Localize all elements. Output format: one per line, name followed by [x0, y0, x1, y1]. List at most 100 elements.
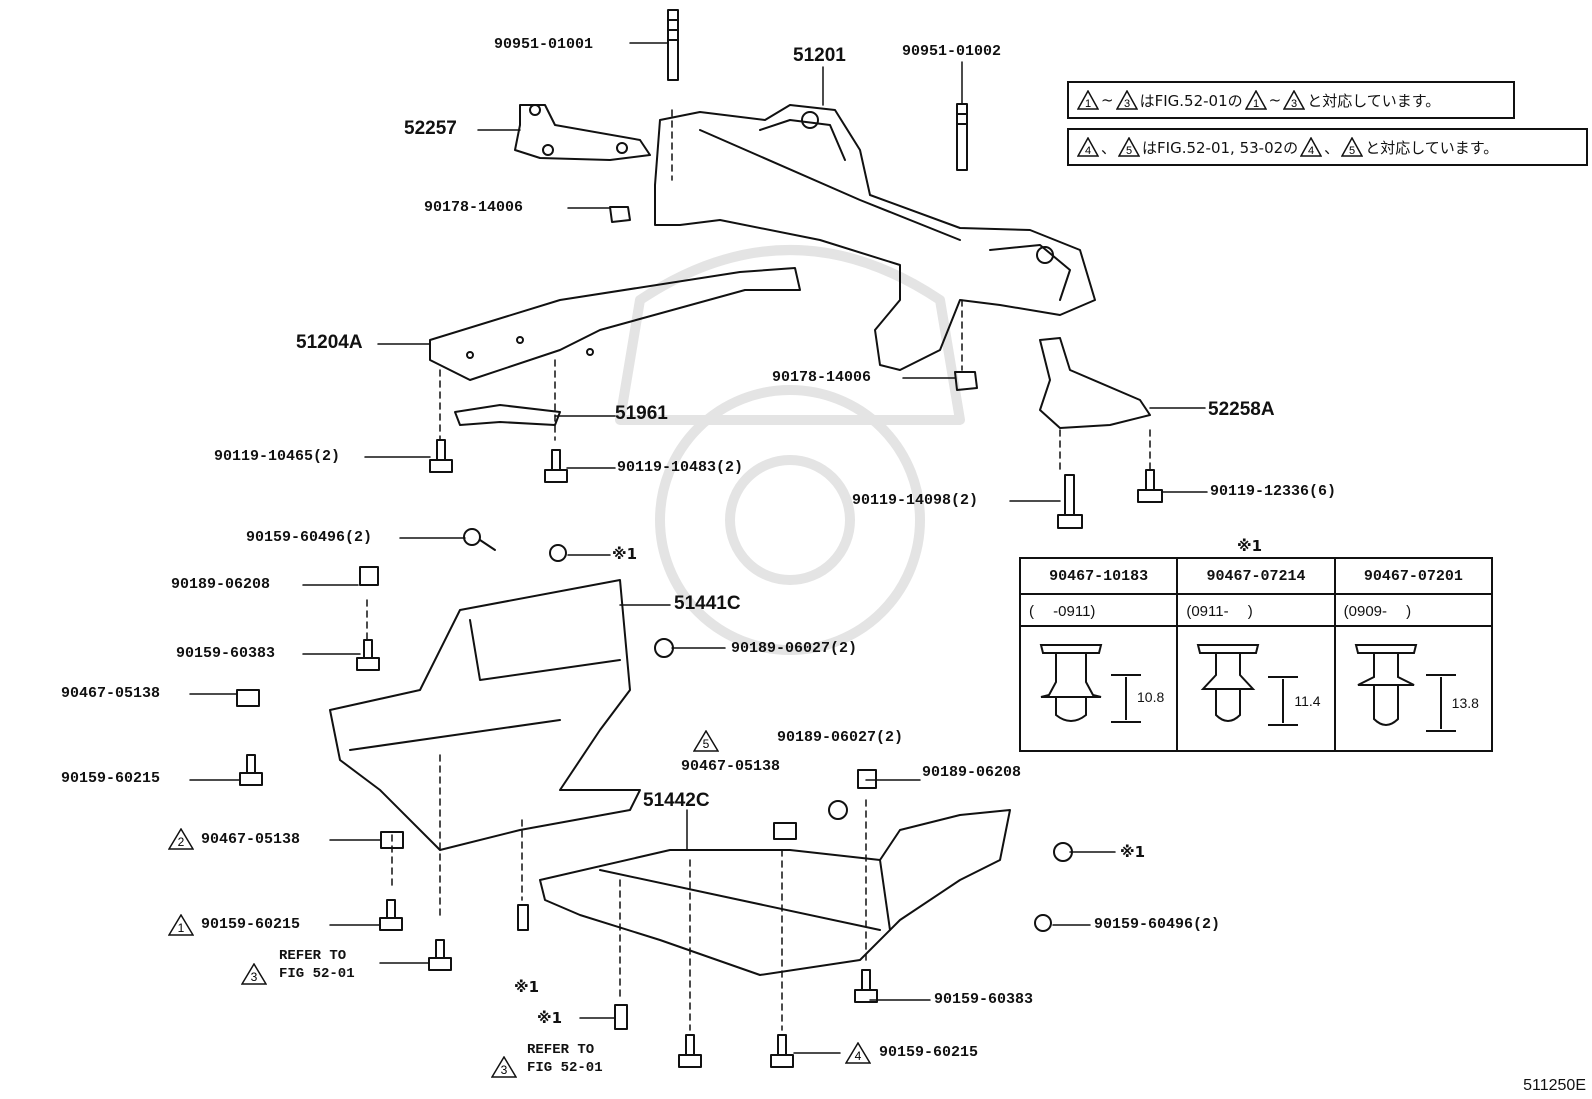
label-51204A[interactable]: 51204A: [296, 332, 363, 353]
star-mark-d: ※1: [1120, 843, 1146, 861]
svg-text:1: 1: [178, 921, 185, 935]
label-52257[interactable]: 52257: [404, 118, 457, 139]
svg-text:3: 3: [251, 970, 258, 984]
svg-text:4: 4: [1308, 145, 1314, 157]
note2-triangle-5b: 5: [1341, 137, 1364, 157]
clip-star-a: [549, 544, 567, 562]
label-90159-60383-b[interactable]: 90159-60383: [934, 991, 1034, 1008]
clip-part-1[interactable]: 90467-10183: [1018, 557, 1179, 595]
clip-star-c: [614, 1004, 628, 1030]
label-90119-10465[interactable]: 90119-10465(2): [214, 448, 341, 465]
nut-90178-14006-a: [609, 206, 631, 223]
refer-to-a-line1: REFER TO: [279, 948, 347, 964]
clip-drawing-cell-2: 11.4: [1176, 625, 1336, 752]
label-90467-05138-a[interactable]: 90467-05138: [61, 685, 161, 702]
label-90159-60496-a[interactable]: 90159-60496(2): [246, 529, 373, 546]
bolt-90119-10483: [544, 449, 568, 483]
label-90159-60215-c[interactable]: 90159-60215: [879, 1044, 979, 1061]
bolt-90119-14098: [1057, 474, 1083, 529]
label-90189-06208-a[interactable]: 90189-06208: [171, 576, 271, 593]
triangle-marker-1: 1: [168, 914, 194, 936]
bracket-51961: [454, 404, 561, 426]
label-90189-06208-b[interactable]: 90189-06208: [922, 764, 1022, 781]
bolt-90159-60215-b: [379, 899, 403, 931]
note1-tilde: ~: [1101, 91, 1114, 109]
clip-90467-05138-c: [773, 822, 797, 840]
svg-text:3: 3: [1291, 98, 1297, 110]
label-90951-01001[interactable]: 90951-01001: [494, 36, 594, 53]
nut-90189-06208-b: [857, 769, 877, 789]
star-mark-a: ※1: [612, 545, 638, 563]
note1-triangle-1b: 1: [1244, 90, 1267, 110]
clip-dim-2: 11.4: [1294, 693, 1321, 709]
label-90119-14098[interactable]: 90119-14098(2): [852, 492, 979, 509]
label-90159-60215-a[interactable]: 90159-60215: [61, 770, 161, 787]
alignment-lines: [366, 109, 1151, 1031]
label-52258A[interactable]: 52258A: [1208, 399, 1275, 420]
clip-part-3[interactable]: 90467-07201: [1333, 557, 1494, 595]
label-90189-06027-a[interactable]: 90189-06027(2): [731, 640, 858, 657]
screw-90159-60496-a: [463, 528, 496, 551]
bolt-refer-b: [678, 1034, 702, 1068]
under-cover-51441C: [329, 579, 641, 851]
label-90159-60383-a[interactable]: 90159-60383: [176, 645, 276, 662]
clip-drawing-1: [1039, 644, 1141, 723]
label-90189-06027-b[interactable]: 90189-06027(2): [777, 729, 904, 746]
bracket-52257: [514, 104, 651, 161]
figure-code: 511250E: [1523, 1077, 1586, 1094]
clip-table-caption: ※1: [1237, 537, 1263, 555]
label-90951-01002[interactable]: 90951-01002: [902, 43, 1002, 60]
clip-90467-05138-a: [236, 689, 260, 707]
note1-triangle-3b: 3: [1283, 90, 1306, 110]
svg-text:3: 3: [1124, 98, 1130, 110]
label-90119-12336[interactable]: 90119-12336(6): [1210, 483, 1337, 500]
clip-range-1: ( -0911): [1018, 593, 1179, 627]
label-51441C[interactable]: 51441C: [674, 593, 741, 614]
label-90159-60215-b[interactable]: 90159-60215: [201, 916, 301, 933]
clip-dim-3: 13.8: [1451, 695, 1479, 711]
clip-part-2[interactable]: 90467-07214: [1176, 557, 1336, 595]
nut-90189-06208-a: [359, 566, 379, 586]
note2-sep-b: 、: [1324, 138, 1340, 157]
label-51201[interactable]: 51201: [793, 45, 846, 66]
screw-90159-60496-b: [1034, 914, 1052, 932]
label-90178-14006-b[interactable]: 90178-14006: [772, 369, 872, 386]
clip-dim-1: 10.8: [1137, 689, 1165, 705]
note2-end: と対応しています。: [1365, 138, 1499, 157]
bolt-90159-60383-b: [854, 969, 878, 1003]
bolt-90159-60215-a: [239, 754, 263, 786]
clip-drawing-3: [1354, 644, 1456, 732]
svg-text:1: 1: [1253, 98, 1259, 110]
clip-range-2: (0911- ): [1176, 593, 1336, 627]
note1-tilde-b: ~: [1268, 91, 1282, 109]
svg-text:2: 2: [178, 835, 185, 849]
clip-drawing-cell-3: 13.8: [1333, 625, 1494, 752]
note-box-2: 4 、 5 はFIG.52-01, 53-02の 4 、 5 と対応しています。: [1067, 128, 1588, 166]
svg-text:4: 4: [855, 1049, 862, 1063]
clip-drawing-cell-1: 10.8: [1018, 625, 1179, 752]
note1-triangle-3: 3: [1115, 90, 1138, 110]
label-51961[interactable]: 51961: [615, 403, 668, 424]
svg-text:1: 1: [1085, 98, 1091, 110]
label-90119-10483[interactable]: 90119-10483(2): [617, 459, 744, 476]
clip-90189-06027-a: [654, 638, 674, 658]
svg-text:4: 4: [1085, 145, 1091, 157]
label-90178-14006-a[interactable]: 90178-14006: [424, 199, 524, 216]
bolt-90119-10465: [429, 439, 453, 473]
label-90467-05138-c[interactable]: 90467-05138: [681, 758, 781, 775]
clip-variant-table: 90467-10183 90467-07214 90467-07201 ( -0…: [1018, 557, 1494, 752]
svg-text:3: 3: [501, 1063, 508, 1077]
svg-text:5: 5: [703, 737, 710, 751]
label-51442C[interactable]: 51442C: [643, 790, 710, 811]
note-box-1: 1 ~ 3 はFIG.52-01の 1 ~ 3 と対応しています。: [1067, 81, 1515, 119]
refer-to-a-line2: FIG 52-01: [279, 966, 355, 982]
star-mark-c: ※1: [537, 1009, 563, 1027]
clip-star-b: [517, 904, 529, 931]
svg-text:5: 5: [1126, 145, 1132, 157]
nut-90178-14006-b: [954, 371, 978, 391]
label-90159-60496-b[interactable]: 90159-60496(2): [1094, 916, 1221, 933]
crossmember-51201: [654, 104, 1096, 371]
stud-bolt-left: [667, 9, 679, 81]
label-90467-05138-b[interactable]: 90467-05138: [201, 831, 301, 848]
